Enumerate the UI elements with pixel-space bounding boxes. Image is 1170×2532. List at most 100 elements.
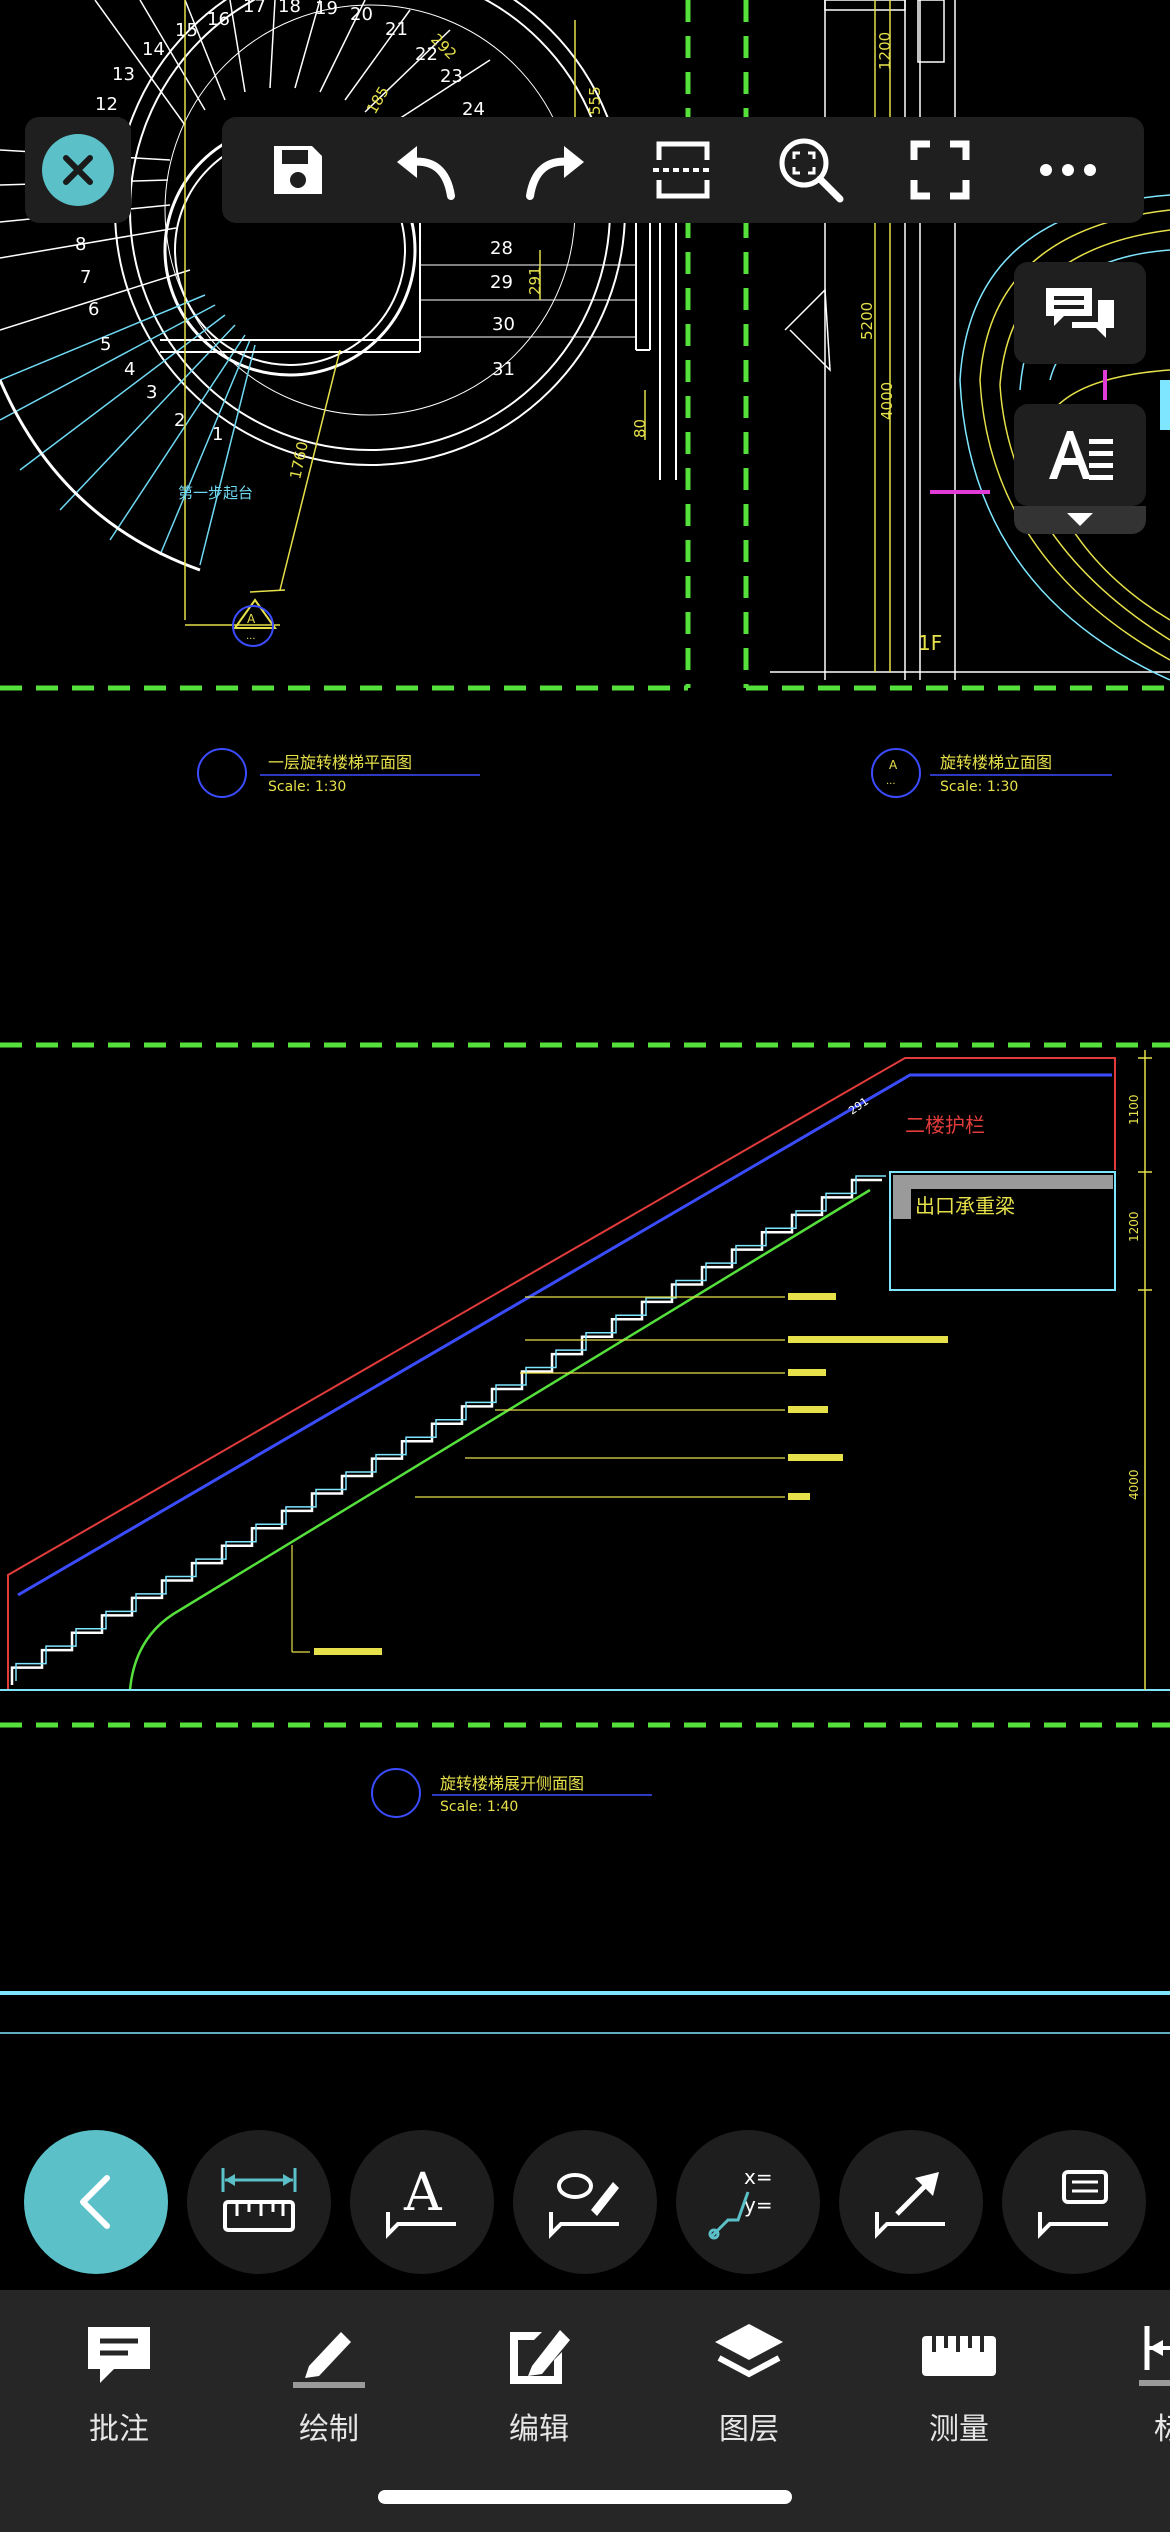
measure-tool-button[interactable] xyxy=(187,2130,331,2274)
home-indicator[interactable] xyxy=(378,2490,792,2504)
unfold-scale: Scale: 1:40 xyxy=(440,1799,518,1815)
step-num: 4 xyxy=(124,359,135,380)
step-num: 13 xyxy=(112,64,135,85)
dim-label: 291 xyxy=(526,266,544,295)
svg-text:x=: x= xyxy=(744,2165,773,2189)
coordinate-button[interactable]: x= y= xyxy=(676,2130,820,2274)
step-num: 5 xyxy=(100,334,111,355)
more-button[interactable] xyxy=(1023,125,1113,215)
undo-button[interactable] xyxy=(381,125,471,215)
text-annotation-icon: A xyxy=(386,2164,456,2239)
coordinate-icon: x= y= xyxy=(708,2165,773,2240)
top-toolbar xyxy=(222,117,1144,223)
elevation-scale: Scale: 1:30 xyxy=(940,779,1018,795)
floor-label: 1F xyxy=(918,631,942,655)
redo-button[interactable] xyxy=(510,125,600,215)
plan-scale: Scale: 1:30 xyxy=(268,779,346,795)
fullscreen-button[interactable] xyxy=(895,125,985,215)
draw-icon xyxy=(289,2320,369,2390)
tab-edit[interactable]: 编辑 xyxy=(464,2320,614,2450)
step-num: 14 xyxy=(142,39,165,60)
dimension-icon xyxy=(1129,2320,1170,2390)
tab-layers[interactable]: 图层 xyxy=(674,2320,824,2450)
tab-measure[interactable]: 测量 xyxy=(884,2320,1034,2450)
tab-label: 图层 xyxy=(719,2412,779,2447)
sketch-annotation-icon xyxy=(549,2173,619,2239)
step-num: 18 xyxy=(278,0,301,17)
redo-icon xyxy=(525,146,584,200)
guardrail-label: 二楼护栏 xyxy=(905,1113,985,1137)
edit-icon xyxy=(499,2320,579,2390)
tab-label: 批注 xyxy=(89,2412,149,2447)
measure-ruler-icon xyxy=(221,2168,297,2232)
spiral-stair-plan xyxy=(0,0,677,647)
step-num: 31 xyxy=(492,359,515,380)
dim-label: 555 xyxy=(586,86,604,115)
unfold-title-block xyxy=(371,1768,652,1818)
side-panel-expand[interactable] xyxy=(1014,506,1146,534)
dim-label: 80 xyxy=(631,419,649,438)
elevation-title-block xyxy=(871,748,1112,798)
svg-text:A: A xyxy=(403,2164,443,2223)
step-num: 29 xyxy=(490,272,513,293)
arrow-annotation-button[interactable] xyxy=(839,2130,983,2274)
tab-draw[interactable]: 绘制 xyxy=(254,2320,404,2450)
dim-label: 4000 xyxy=(878,382,896,420)
step-num: 30 xyxy=(492,314,515,335)
step-num: 24 xyxy=(462,99,485,120)
measure-icon xyxy=(919,2320,999,2390)
tab-label: 编辑 xyxy=(509,2412,569,2447)
comments-button[interactable] xyxy=(1014,262,1146,364)
back-button[interactable] xyxy=(24,2130,168,2274)
arrow-annotation-icon xyxy=(875,2172,945,2239)
text-style-button[interactable] xyxy=(1014,404,1146,506)
tab-label: 测量 xyxy=(929,2412,989,2447)
step-num: 28 xyxy=(490,238,513,259)
step-num: 1 xyxy=(212,424,223,445)
elevation-frame xyxy=(743,0,1170,691)
elevation-marker-sub: ... xyxy=(886,776,896,787)
text-style-icon xyxy=(1049,431,1113,480)
section-icon xyxy=(652,141,713,199)
dim-label: 5200 xyxy=(858,302,876,340)
section-button[interactable] xyxy=(638,125,728,215)
step-num: 22 xyxy=(415,44,438,65)
plan-title: 一层旋转楼梯平面图 xyxy=(268,753,412,772)
unfold-frame xyxy=(0,1042,1170,1728)
dim-label: 1100 xyxy=(1127,1094,1141,1125)
elevation-marker-letter: A xyxy=(889,758,898,772)
comment-annotation-button[interactable] xyxy=(1002,2130,1146,2274)
beam-label: 出口承重梁 xyxy=(915,1194,1015,1218)
step-num: 21 xyxy=(385,19,408,40)
step-num: 6 xyxy=(88,299,99,320)
step-num: 17 xyxy=(243,0,266,17)
svg-text:y=: y= xyxy=(744,2193,773,2217)
zoom-extents-button[interactable] xyxy=(766,125,856,215)
stair-numbers: 13 14 15 16 17 18 19 20 21 22 23 24 12 8… xyxy=(75,0,515,445)
step-num: 2 xyxy=(174,410,185,431)
text-annotation-button[interactable]: A xyxy=(350,2130,494,2274)
undo-icon xyxy=(397,146,456,200)
save-button[interactable] xyxy=(253,125,343,215)
step-num: 7 xyxy=(80,267,91,288)
tab-dimension[interactable]: 标 xyxy=(1094,2320,1170,2450)
dim-label: 1760 xyxy=(286,440,312,481)
comments-icon xyxy=(1046,288,1114,338)
tab-annotation[interactable]: 批注 xyxy=(44,2320,194,2450)
layers-icon xyxy=(709,2320,789,2390)
step-num: 23 xyxy=(440,66,463,87)
comment-annotation-icon xyxy=(1038,2170,1108,2239)
step-num: 8 xyxy=(75,234,86,255)
sketch-annotation-button[interactable] xyxy=(513,2130,657,2274)
dim-label: 1200 xyxy=(1127,1211,1141,1242)
more-icon xyxy=(1039,164,1096,176)
section-marker-sub: ... xyxy=(246,631,256,642)
fullscreen-icon xyxy=(910,140,970,200)
step-num: 3 xyxy=(146,382,157,403)
chevron-down-icon xyxy=(1067,513,1093,526)
zoom-extents-icon xyxy=(779,138,844,203)
close-button[interactable] xyxy=(25,117,131,223)
dim-label: 291 xyxy=(846,1095,871,1118)
